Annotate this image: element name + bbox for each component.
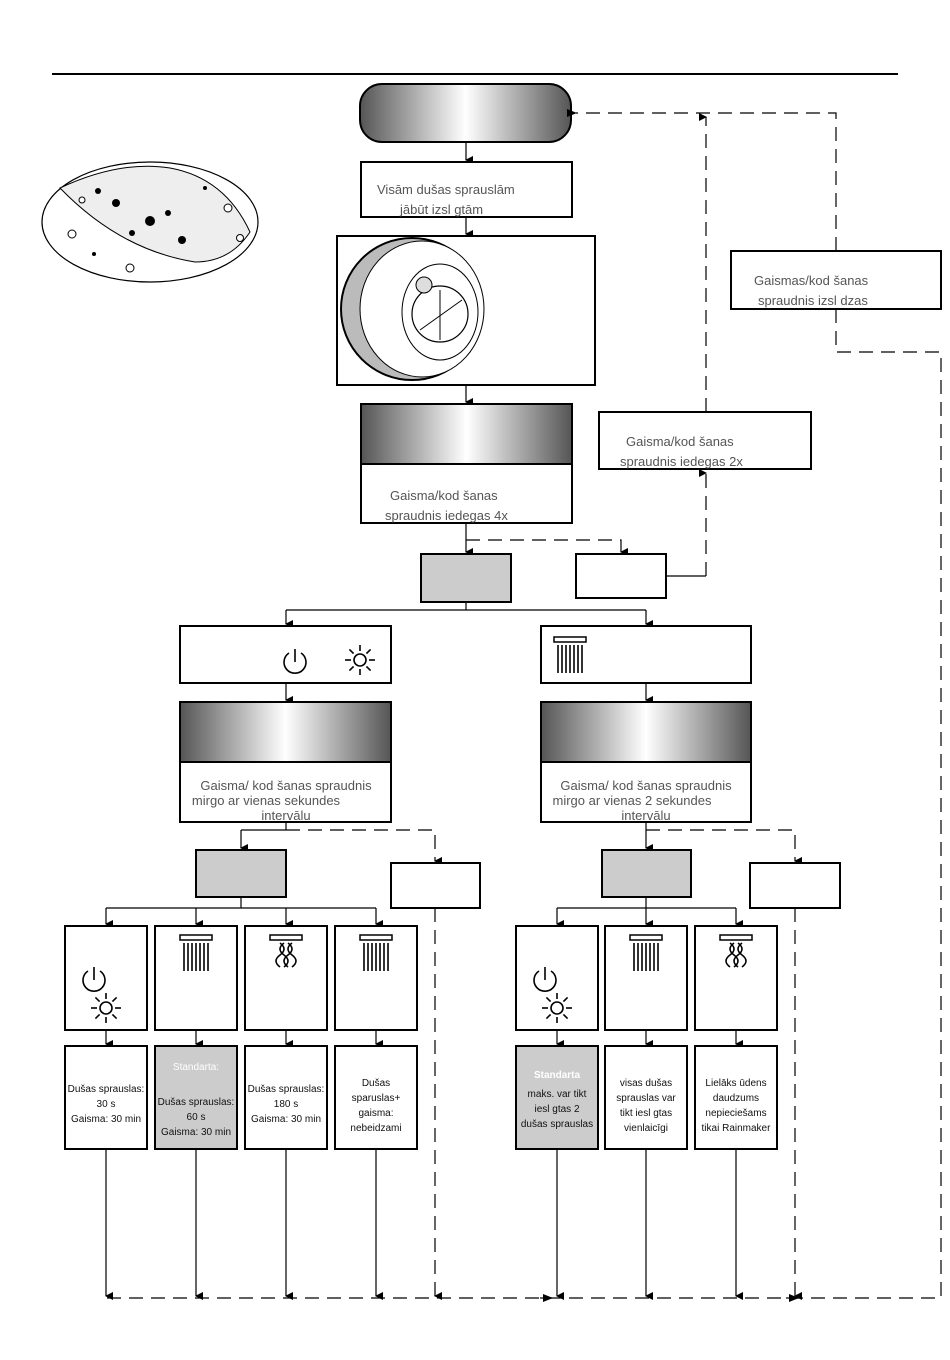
setting-text-line: Dušas sprauslas: [248, 1084, 325, 1095]
blink-text-line: intervālu [261, 808, 310, 823]
setting-text-line: Dušas sprauslas: [158, 1097, 235, 1108]
blink-graphic-left [179, 701, 392, 763]
long-press-left [390, 862, 481, 909]
setting-text-line: vienlaicīgi [624, 1123, 668, 1134]
blink-4x-box [360, 463, 573, 524]
setting-text-line: Lielāks ūdens [705, 1078, 766, 1089]
setting-text-line: gaisma: [358, 1108, 393, 1119]
shower-head-illustration [41, 161, 259, 283]
short-press-right [601, 849, 692, 898]
blink-2x-line: spraudnis iedegas 2x [620, 454, 743, 469]
setting-text-line: Gaisma: 30 min [71, 1114, 141, 1125]
setting-text-line: 60 s [187, 1112, 206, 1123]
shower-icon [553, 636, 587, 674]
setting-box [244, 1045, 328, 1150]
setting-box [604, 1045, 688, 1150]
shower-mode-box [540, 625, 752, 684]
blink-text-line: intervālu [621, 808, 670, 823]
setting-text-line: Dušas sprauslas: [68, 1084, 145, 1095]
setting-text-line: dušas sprauslas [521, 1119, 593, 1130]
mode-icon-box [694, 925, 778, 1031]
blink-2x-box [598, 411, 812, 470]
switch-off-line: Gaismas/kod šanas [754, 273, 869, 288]
setting-text-line: 180 s [274, 1099, 298, 1110]
setting-text-line: visas dušas [620, 1078, 672, 1089]
mode-icon-box [244, 925, 328, 1031]
setting-box [64, 1045, 148, 1150]
start-button-graphic [359, 83, 572, 143]
standard-label: Standarta [534, 1070, 581, 1081]
shower-icon [359, 934, 393, 972]
setting-text-line: sparuslas+ [352, 1093, 401, 1104]
blink-indicator-graphic [360, 403, 573, 465]
blink-graphic-right [540, 701, 752, 763]
setting-text-line: iesl gtas 2 [534, 1104, 579, 1115]
mode-icon-box [515, 925, 599, 1031]
setting-text-line: 30 s [97, 1099, 116, 1110]
mode-icon-box [334, 925, 418, 1031]
setting-text-line: Gaisma: 30 min [251, 1114, 321, 1125]
blink-text-line: Gaisma/ kod šanas spraudnis [200, 778, 372, 793]
setting-box [334, 1045, 418, 1150]
thermostat-illustration [340, 237, 485, 381]
setting-text-line: nebeidzami [350, 1123, 401, 1134]
blink-4x-line: spraudnis iedegas 4x [385, 508, 508, 523]
default-setting-box [154, 1045, 238, 1150]
blink-2x-line: Gaisma/kod šanas [626, 434, 734, 449]
shower-icon [629, 934, 663, 972]
setting-text-line: daudzums [713, 1093, 759, 1104]
mode-icon-box [604, 925, 688, 1031]
long-press-right [749, 862, 841, 909]
setting-text-line: sprauslas var [616, 1093, 676, 1104]
blink-text-line: Gaisma/ kod šanas spraudnis [560, 778, 732, 793]
start-note-box [360, 161, 573, 218]
switch-off-line: spraudnis izsl dzas [758, 293, 868, 308]
blink-text-line: mirgo ar vienas sekundes [192, 793, 341, 808]
short-press-left [195, 849, 287, 898]
blink-text-line: mirgo ar vienas 2 sekundes [553, 793, 712, 808]
blink-text-right-box [540, 761, 752, 823]
setting-text-line: Dušas [362, 1078, 390, 1089]
setting-text-line: tikai Rainmaker [702, 1123, 772, 1134]
standard-label: Standarta: [173, 1062, 219, 1073]
setting-text-line: maks. var tikt [528, 1089, 587, 1100]
setting-text-line: nepieciešams [705, 1108, 766, 1119]
default-setting-box [515, 1045, 599, 1150]
start-note-line: Visām dušas sprauslām [377, 182, 515, 197]
setting-text-line: tikt iesl gtas [620, 1108, 672, 1119]
blink-4x-line: Gaisma/kod šanas [390, 488, 498, 503]
setting-box [694, 1045, 778, 1150]
light-mode-box [179, 625, 392, 684]
setting-text-line: Gaisma: 30 min [161, 1127, 231, 1138]
short-press-box [420, 553, 512, 603]
mode-icon-box [64, 925, 148, 1031]
long-press-box [575, 553, 667, 599]
mode-icon-box [154, 925, 238, 1031]
start-note-line: jābūt izsl gtām [399, 202, 483, 217]
